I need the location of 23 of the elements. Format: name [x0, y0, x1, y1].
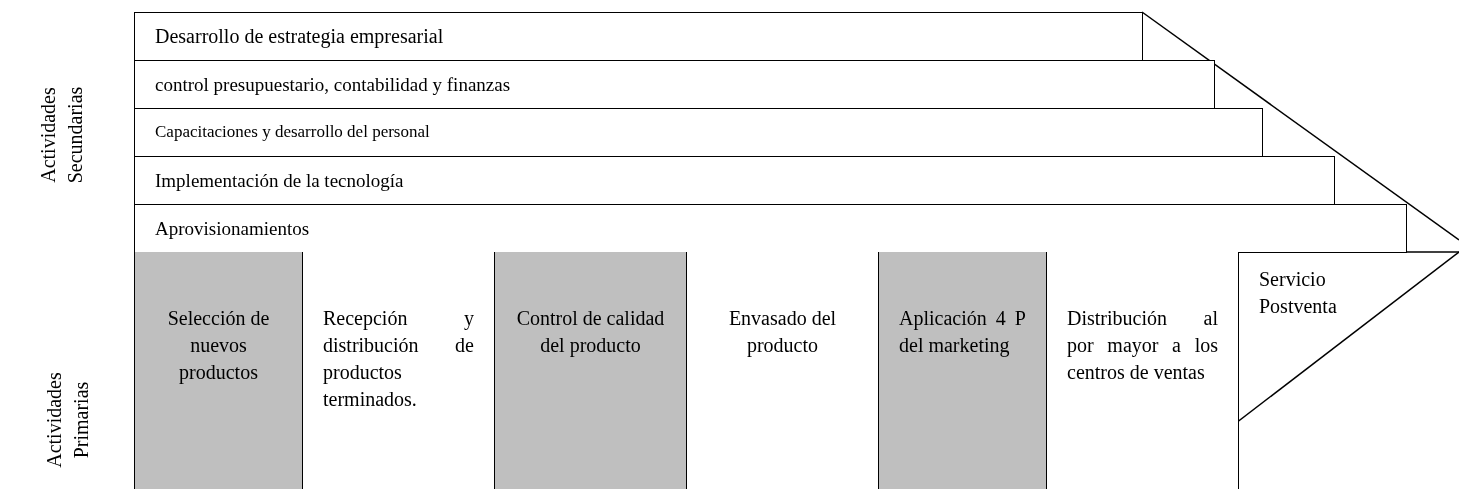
activity-bar: [134, 156, 1335, 205]
activity-bar: [134, 12, 1143, 61]
activity-text: Control de calidad del producto: [515, 306, 666, 359]
activity-text: Desarrollo de estrategia empresarial: [155, 24, 444, 50]
activity-text: Recepción y distribución de productos terminados.: [323, 306, 474, 412]
activity-text: Servicio Postventa: [1259, 267, 1338, 319]
activity-text: Capacitaciones y desarrollo del personal: [155, 121, 430, 144]
activity-text: Selección de nuevos productos: [166, 306, 271, 386]
activity-column: [878, 252, 1047, 489]
activity-text: Distribución al por mayor a los centros de ventas: [1067, 306, 1218, 385]
section-label: Actividades Secundarias: [36, 85, 87, 186]
section-label: Actividades Primarias: [42, 371, 93, 470]
activity-text: control presupuestario, contabilidad y finanzas: [155, 72, 511, 97]
activity-text: Aprovisionamientos: [155, 216, 310, 241]
activity-column: [134, 252, 303, 489]
activity-column: [494, 252, 687, 489]
activity-bar: [134, 60, 1215, 109]
activity-bar: [134, 204, 1407, 253]
activity-column: [1046, 252, 1239, 489]
activity-text: Aplicación 4 P del marketing: [899, 306, 1026, 359]
activity-bar: [134, 108, 1263, 157]
activity-text: Implementación de la tecnología: [155, 168, 404, 193]
activity-text: Envasado del producto: [727, 306, 838, 359]
